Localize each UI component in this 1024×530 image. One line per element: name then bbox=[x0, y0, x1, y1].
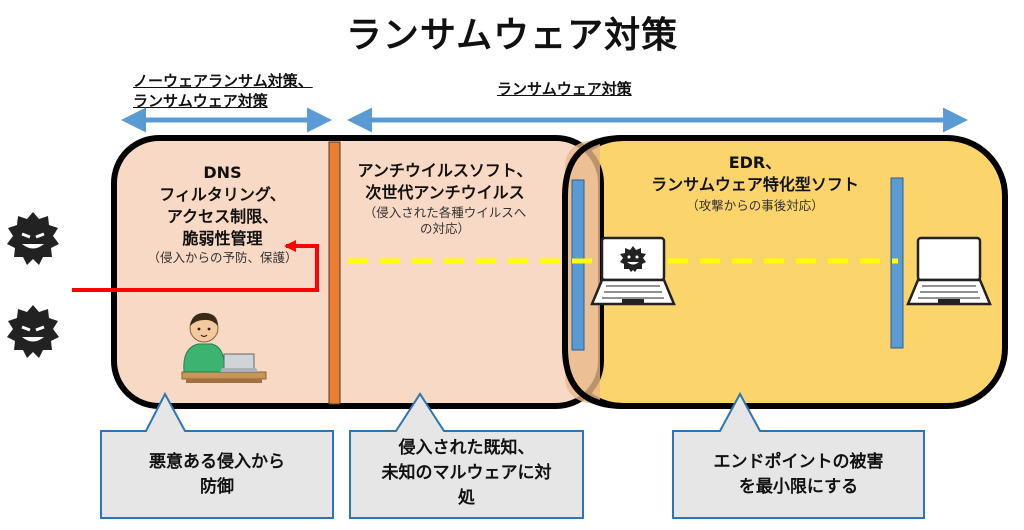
person-at-computer-icon bbox=[181, 312, 267, 383]
callout-1-text: 悪意ある侵入から 防御 bbox=[101, 450, 333, 500]
zone2-note-line: （侵入された各種ウイルスへ bbox=[363, 205, 527, 220]
callout-box-3 bbox=[672, 391, 925, 519]
infected-laptop-icon bbox=[590, 236, 676, 306]
callout-box-2 bbox=[349, 392, 584, 519]
zone1-line: フィルタリング、 bbox=[159, 185, 286, 204]
callout-line: 防御 bbox=[200, 477, 234, 497]
zone1-title: DNS フィルタリング、 アクセス制限、 脆弱性管理 bbox=[120, 162, 325, 250]
callout-line: エンドポイントの被害 bbox=[713, 452, 884, 472]
zone2-line: アンチウイルスソフト、 bbox=[357, 161, 533, 180]
callout-line: を最小限にする bbox=[738, 477, 859, 497]
zone2-line: 次世代アンチウイルス bbox=[365, 183, 525, 202]
header-left-label-2: ランサムウェア対策 bbox=[133, 92, 268, 110]
laptop-icon bbox=[906, 236, 992, 306]
zone3-line: EDR、 bbox=[728, 153, 782, 172]
zone3-title: EDR、 ランサムウェア特化型ソフト bbox=[620, 152, 890, 196]
barrier-line bbox=[328, 141, 341, 405]
zone1-line: DNS bbox=[203, 163, 242, 182]
virus-icon bbox=[7, 212, 59, 265]
blue-bar-av bbox=[571, 179, 585, 351]
virus-icon bbox=[7, 305, 59, 358]
callout-3-text: エンドポイントの被害 を最小限にする bbox=[673, 450, 924, 500]
zone1-note: （侵入からの予防、保護） bbox=[147, 250, 298, 265]
zone1-line: 脆弱性管理 bbox=[182, 229, 263, 248]
callout-line: 未知のマルウェアに対 bbox=[381, 463, 552, 483]
zone2-note-line: の対応） bbox=[419, 221, 470, 236]
zone2-title: アンチウイルスソフト、 次世代アンチウイルス bbox=[345, 160, 545, 204]
header-left-label-1: ノーウェアランサム対策、 bbox=[133, 72, 313, 90]
zone1-line: アクセス制限、 bbox=[166, 207, 279, 226]
callout-box-1 bbox=[100, 391, 334, 519]
callout-line: 悪意ある侵入から bbox=[149, 452, 285, 472]
header-right-label: ランサムウェア対策 bbox=[497, 80, 632, 98]
page-title: ランサムウェア対策 bbox=[345, 15, 679, 56]
callout-line: 処 bbox=[458, 488, 475, 508]
zone3-line: ランサムウェア特化型ソフト bbox=[651, 175, 859, 194]
callout-line: 侵入された既知、 bbox=[398, 438, 535, 458]
attack-arrow bbox=[72, 244, 319, 292]
zone2-note: （侵入された各種ウイルスへ の対応） bbox=[345, 205, 545, 237]
zone3-note: （攻撃からの事後対応） bbox=[686, 198, 824, 213]
callout-2-text: 侵入された既知、 未知のマルウェアに対 処 bbox=[350, 436, 583, 511]
